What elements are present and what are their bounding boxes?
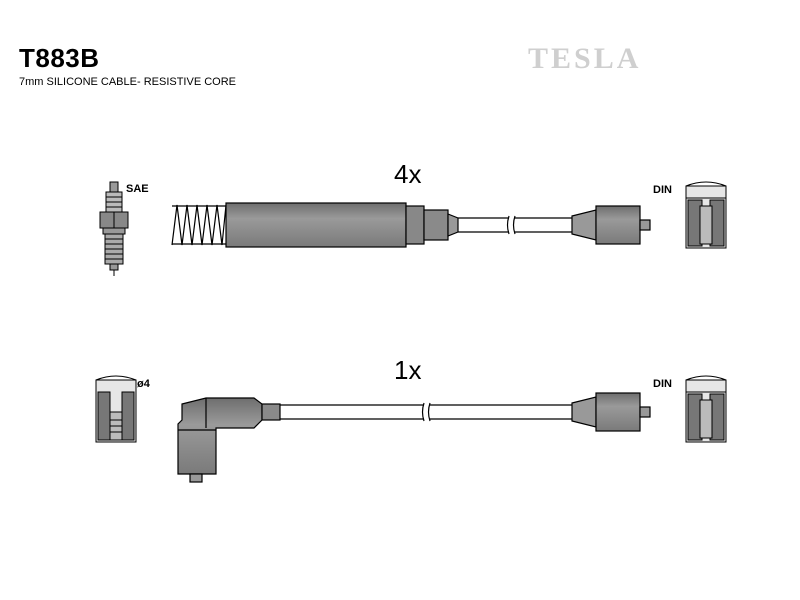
part-number: T883B bbox=[19, 43, 100, 73]
cable-2-left-label: ø4 bbox=[137, 378, 150, 390]
din-terminal-icon bbox=[685, 181, 727, 249]
brand-logo: TESLA bbox=[528, 42, 642, 75]
cable-1-boot bbox=[225, 202, 459, 248]
cable-1-quantity: 4x bbox=[394, 159, 422, 189]
cable-1-left-label: SAE bbox=[126, 183, 149, 195]
cable-2-angled-boot bbox=[177, 397, 281, 483]
cable-2-din-connector bbox=[571, 392, 651, 432]
cable-2-quantity: 1x bbox=[394, 355, 422, 385]
cable-2-right-label: DIN bbox=[653, 378, 672, 390]
cable-1-din-connector bbox=[571, 205, 651, 245]
cable-1-right-label: DIN bbox=[653, 184, 672, 196]
cable-2-wire bbox=[280, 402, 572, 422]
din-terminal-icon bbox=[685, 375, 727, 443]
cable-description: 7mm SILICONE CABLE- RESISTIVE CORE bbox=[19, 76, 236, 88]
spark-plug-sae-icon bbox=[99, 181, 129, 276]
terminal-4mm-icon bbox=[95, 375, 137, 443]
resistive-spring-coil bbox=[171, 204, 228, 246]
cable-1-wire bbox=[458, 215, 572, 235]
